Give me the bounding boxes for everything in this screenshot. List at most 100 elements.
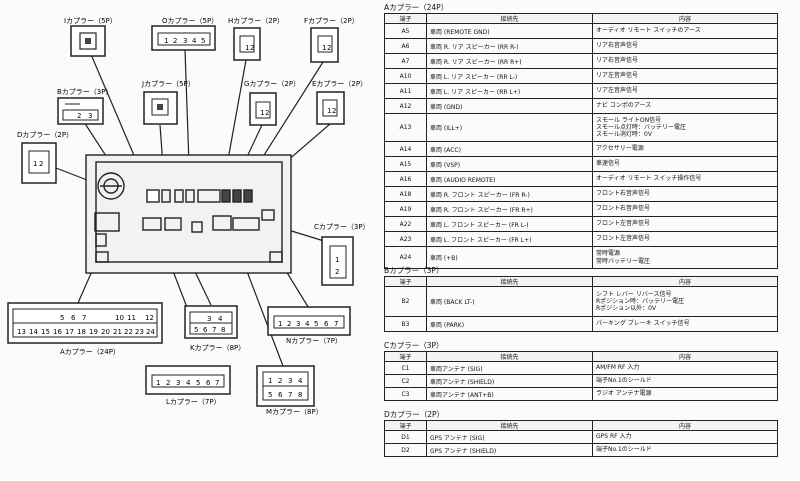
content-cell: 車速信号 xyxy=(592,156,778,172)
content-cell: フロント左音声信号 xyxy=(592,216,778,232)
connector-j-label: Jカプラー（5P） xyxy=(141,80,195,88)
connector-i: Iカプラー（5P） xyxy=(64,17,117,57)
connector-b-label: Bカプラー（3P） xyxy=(57,88,112,96)
connector-n-pin: 5 xyxy=(314,320,318,328)
connector-h-pin: 1 xyxy=(245,44,249,52)
connector-l-pin: 2 xyxy=(166,379,170,387)
connection-cell: 車両 L. リア スピーカー (RR L+) xyxy=(426,83,593,99)
connector-n-pin: 4 xyxy=(305,320,310,328)
connector-n-pin: 6 xyxy=(324,320,329,328)
content-cell: パーキング ブレーキ スイッチ信号 xyxy=(592,316,778,332)
connector-g-label: Gカプラー（2P） xyxy=(244,80,300,88)
table-c-title: Cカプラー（3P） xyxy=(384,341,444,350)
connector-e: Eカプラー（2P） 1 2 xyxy=(312,80,367,125)
connector-b-pin: 3 xyxy=(88,112,92,120)
header-content: 内容 xyxy=(592,420,778,431)
connector-o: Oカプラー（5P） 1 2 3 4 5 xyxy=(151,17,218,51)
content-cell: GPS RF 入力 xyxy=(592,430,778,444)
connection-cell: 車両アンテナ (SHIELD) xyxy=(426,374,593,388)
connector-i-label: Iカプラー（5P） xyxy=(64,17,117,25)
connector-a-pin: 17 xyxy=(65,328,74,336)
content-cell: ナビ コンポのアース xyxy=(592,98,778,114)
connector-f-label: Fカプラー（2P） xyxy=(304,17,359,25)
connector-m-pin: 3 xyxy=(288,377,292,385)
header-content: 内容 xyxy=(592,351,778,362)
connector-o-pin: 2 xyxy=(173,37,177,45)
connector-a-pin: 6 xyxy=(71,314,76,322)
connection-cell: 車両 (REMOTE GND) xyxy=(426,23,593,39)
table-d-title: Dカプラー（2P） xyxy=(384,410,445,419)
connection-cell: 車両 (+B) xyxy=(426,246,593,269)
connector-g-pin: 2 xyxy=(265,109,269,117)
connector-m-pin: 1 xyxy=(268,377,272,385)
terminal-cell: B3 xyxy=(384,316,427,332)
header-content: 内容 xyxy=(592,276,778,287)
connector-m-pin: 6 xyxy=(278,391,283,399)
connector-n-label: Nカプラー（7P） xyxy=(286,337,342,345)
connector-o-pin: 3 xyxy=(183,37,187,45)
terminal-cell: D2 xyxy=(384,443,427,457)
table-header-row: 端子 接続先 内容 xyxy=(384,13,778,24)
connector-d-label: Dカプラー（2P） xyxy=(17,131,73,139)
connector-n-pin: 1 xyxy=(278,320,282,328)
connector-o-pin: 1 xyxy=(164,37,168,45)
connector-a-pin: 7 xyxy=(82,314,86,322)
connection-cell: 車両 R. リア スピーカー (RR R-) xyxy=(426,38,593,54)
terminal-cell: A22 xyxy=(384,216,427,232)
connector-a-pin: 12 xyxy=(145,314,154,322)
connection-cell: 車両 (AUDIO REMOTE) xyxy=(426,171,593,187)
connector-k-pin: 3 xyxy=(207,315,211,323)
connector-a-pin: 16 xyxy=(53,328,62,336)
connection-cell: 車両 L. フロント スピーカー (FR L+) xyxy=(426,231,593,247)
terminal-cell: A13 xyxy=(384,113,427,142)
connection-cell: 車両 (ILL+) xyxy=(426,113,593,142)
terminal-cell: A16 xyxy=(384,171,427,187)
connection-cell: 車両 (BACK LT-) xyxy=(426,286,593,317)
header-terminal: 端子 xyxy=(384,13,427,24)
connector-b-pin: 2 xyxy=(77,112,81,120)
connector-a: 5 6 7 10 11 12 13 14 15 16 17 18 19 20 2… xyxy=(7,302,163,356)
content-cell: AM/FM RF 入力 xyxy=(592,361,778,375)
connector-a-pin: 11 xyxy=(127,314,136,322)
connector-m-label: Mカプラー（8P） xyxy=(266,408,323,416)
header-connection: 接続先 xyxy=(426,420,593,431)
connector-l-pin: 5 xyxy=(196,379,200,387)
connector-d-pin: 1 xyxy=(33,160,37,168)
connector-n-pin: 2 xyxy=(287,320,291,328)
connector-l-label: Lカプラー（7P） xyxy=(166,398,221,406)
content-cell: 端子No.1のシールド xyxy=(592,443,778,457)
connector-l-pin: 3 xyxy=(176,379,180,387)
content-cell: スモール ライトON信号 スモール点灯時：バッテリー電圧 スモール消灯時：0V xyxy=(592,113,778,142)
connector-e-pin: 1 xyxy=(327,107,331,115)
connection-cell: 車両 R. リア スピーカー (RR R+) xyxy=(426,53,593,69)
connector-m-pin: 2 xyxy=(278,377,282,385)
connector-m-pin: 8 xyxy=(298,391,302,399)
table-a-title: Aカプラー（24P） xyxy=(384,3,449,12)
connector-d: Dカプラー（2P） 1 2 xyxy=(17,131,73,184)
content-cell: フロント右音声信号 xyxy=(592,186,778,202)
connection-cell: GPS アンテナ (SHIELD) xyxy=(426,443,593,457)
terminal-cell: A5 xyxy=(384,23,427,39)
connector-a-pin: 21 xyxy=(113,328,122,336)
connector-h-pin: 2 xyxy=(250,44,254,52)
table-header-row: 端子 接続先 内容 xyxy=(384,351,778,362)
connector-f-pin: 2 xyxy=(327,44,331,52)
connector-a-pin: 23 xyxy=(135,328,144,336)
content-cell: リア右音声信号 xyxy=(592,38,778,54)
connector-l-pin: 1 xyxy=(156,379,160,387)
connector-a-pin: 24 xyxy=(146,328,155,336)
connector-n: 1 2 3 4 5 6 7 Nカプラー（7P） xyxy=(267,306,351,345)
connector-e-label: Eカプラー（2P） xyxy=(312,80,367,88)
connection-cell: 車両 L. フロント スピーカー (FR L-) xyxy=(426,216,593,232)
